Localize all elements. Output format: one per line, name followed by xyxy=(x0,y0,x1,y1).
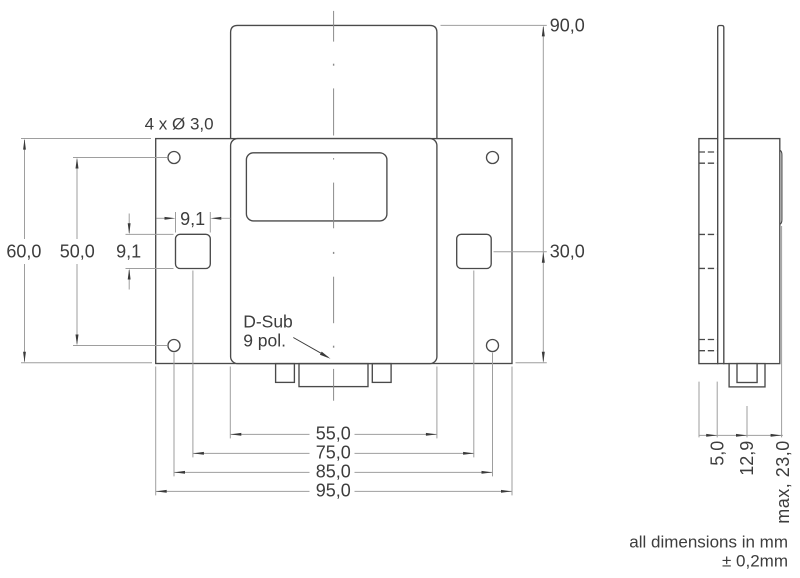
svg-text:30,0: 30,0 xyxy=(550,242,585,262)
svg-text:9,1: 9,1 xyxy=(180,209,205,229)
svg-text:50,0: 50,0 xyxy=(60,242,95,262)
svg-text:90,0: 90,0 xyxy=(550,16,585,36)
svg-text:max, 23,0: max, 23,0 xyxy=(773,441,793,524)
svg-text:D-Sub: D-Sub xyxy=(243,312,293,332)
svg-text:95,0: 95,0 xyxy=(316,481,351,501)
svg-text:9,1: 9,1 xyxy=(116,242,141,262)
svg-text:9 pol.: 9 pol. xyxy=(243,331,286,351)
svg-text:12,9: 12,9 xyxy=(737,441,757,476)
svg-text:5,0: 5,0 xyxy=(707,441,727,466)
svg-text:4 x Ø 3,0: 4 x Ø 3,0 xyxy=(145,115,214,134)
svg-text:85,0: 85,0 xyxy=(316,462,351,482)
svg-text:75,0: 75,0 xyxy=(316,443,351,463)
svg-text:55,0: 55,0 xyxy=(316,423,351,443)
svg-text:± 0,2mm: ± 0,2mm xyxy=(722,551,788,570)
svg-text:all dimensions in mm: all dimensions in mm xyxy=(629,533,788,552)
svg-text:60,0: 60,0 xyxy=(6,242,41,262)
